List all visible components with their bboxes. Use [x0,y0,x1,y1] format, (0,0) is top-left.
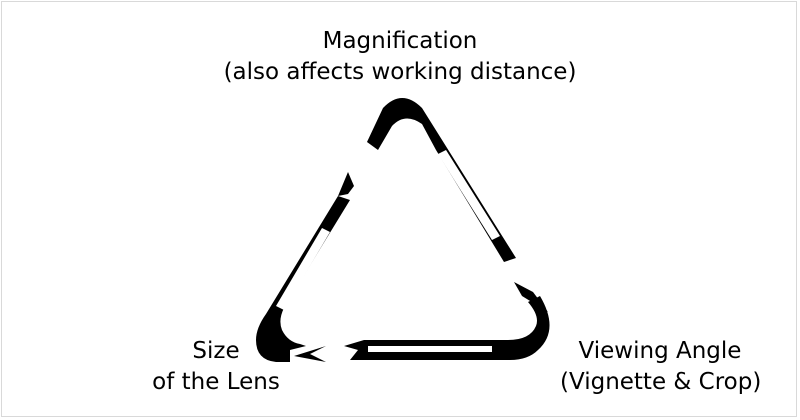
node-viewing-angle-subtitle: (Vignette & Crop) [560,369,762,395]
node-viewing-angle: Viewing Angle (Vignette & Crop) [560,336,762,398]
node-magnification-subtitle: (also affects working distance) [223,59,577,85]
arrow-bottom-arm-slot [368,346,492,352]
node-lens-size-subtitle: of the Lens [152,369,280,395]
node-magnification: Magnification (also affects working dist… [200,26,600,88]
arrow-right-arm-slot [438,150,500,240]
arrow-left-arm-slot [276,228,330,310]
node-lens-size-title: Size [192,338,240,364]
node-viewing-angle-title: Viewing Angle [578,338,742,364]
arrow-top-apex [367,98,516,262]
arrow-bottom-right-corner [344,296,550,360]
node-magnification-title: Magnification [322,28,478,54]
node-lens-size: Size of the Lens [100,336,332,398]
arrow-left-head [338,172,354,196]
arrow-bottom-left-head [294,346,326,362]
